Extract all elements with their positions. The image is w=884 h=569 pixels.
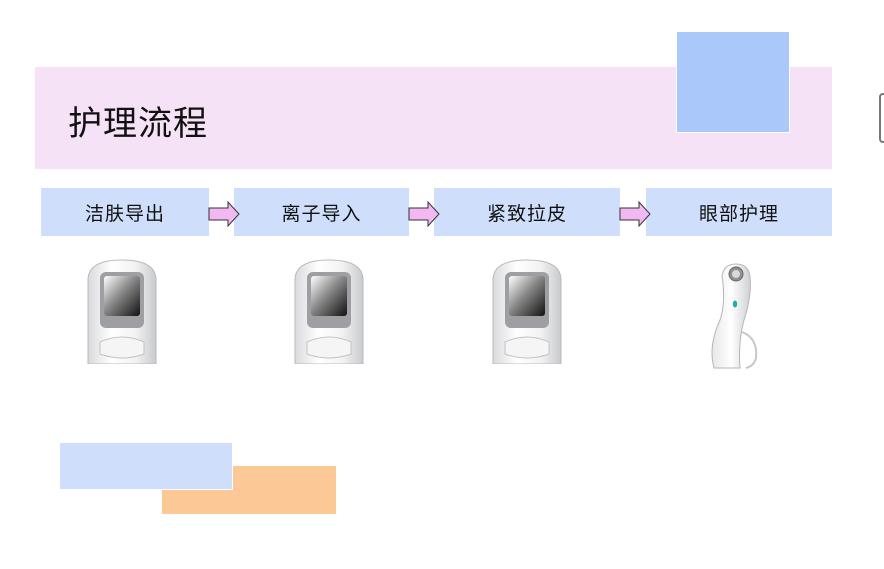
eye-pen-device-icon [711,263,758,369]
accent-square [676,31,790,133]
page-title: 护理流程 [68,104,208,144]
step-eye-care: 眼部护理 [646,188,832,236]
facial-device-icon [294,259,364,364]
arrow-right-icon [208,200,240,228]
step-cleanse-export: 洁肤导出 [41,188,209,236]
step-firming-lift: 紧致拉皮 [434,188,620,236]
step-ion-import: 离子导入 [234,188,409,236]
arrow-right-icon [619,200,651,228]
decor-blue-rect [59,442,233,490]
facial-device-icon [87,259,157,364]
edge-scroll-mark [879,93,884,143]
arrow-right-icon [408,200,440,228]
facial-device-icon [492,259,562,364]
